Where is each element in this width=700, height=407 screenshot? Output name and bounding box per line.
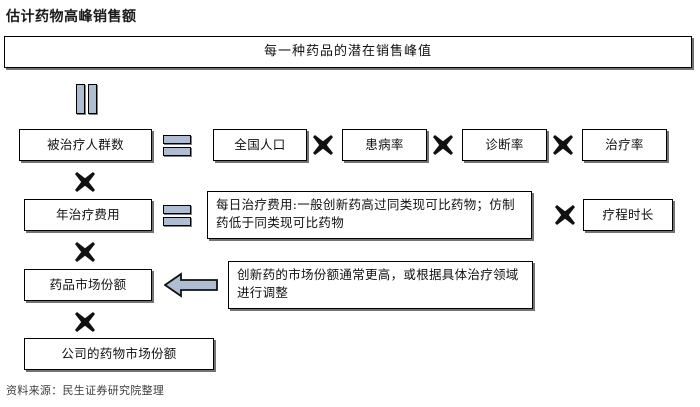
multiply-x-icon-col-3 (75, 312, 95, 332)
multiply-x-icon-4 (555, 205, 575, 225)
node-treatment-duration: 疗程时长 (583, 199, 673, 231)
multiply-x-icon-3 (553, 135, 573, 155)
pause-bar-left (75, 84, 85, 114)
node-company-drug-market-share: 公司的药物市场份额 (24, 338, 214, 370)
source-note: 资料来源：民生证券研究院整理 (6, 384, 165, 397)
node-prevalence-rate: 患病率 (342, 129, 427, 161)
node-treated-population: 被治疗人群数 (19, 129, 152, 161)
note-innovative-drug-share: 创新药的市场份额通常更高，或根据具体治疗领域进行调整 (228, 261, 533, 309)
multiply-x-icon-1 (313, 135, 333, 155)
note-daily-treatment-cost: 每日治疗费用:一般创新药高过同类现可比药物；仿制药低于同类现可比药物 (207, 191, 532, 239)
equals-bar-top (163, 204, 191, 214)
node-annual-treatment-cost: 年治疗费用 (24, 199, 152, 231)
equals-bar-bottom (163, 146, 191, 156)
node-national-population: 全国人口 (213, 129, 307, 161)
node-treatment-rate: 治疗率 (582, 129, 667, 161)
node-drug-market-share: 药品市场份额 (24, 269, 152, 301)
pause-bar-right (87, 84, 97, 114)
equals-bar-bottom (163, 216, 191, 226)
pause-bars-icon (73, 84, 99, 114)
equals-sign-icon-row2 (163, 202, 191, 228)
equals-sign-icon-row1 (163, 132, 191, 158)
left-arrow-icon (164, 272, 218, 298)
multiply-x-icon-col-1 (75, 172, 95, 192)
banner-box-peak-sales: 每一种药品的潜在销售峰值 (4, 36, 692, 68)
node-diagnosis-rate: 诊断率 (462, 129, 547, 161)
multiply-x-icon-col-2 (75, 242, 95, 262)
page-title: 估计药物高峰销售额 (6, 9, 137, 25)
equals-bar-top (163, 134, 191, 144)
multiply-x-icon-2 (433, 135, 453, 155)
